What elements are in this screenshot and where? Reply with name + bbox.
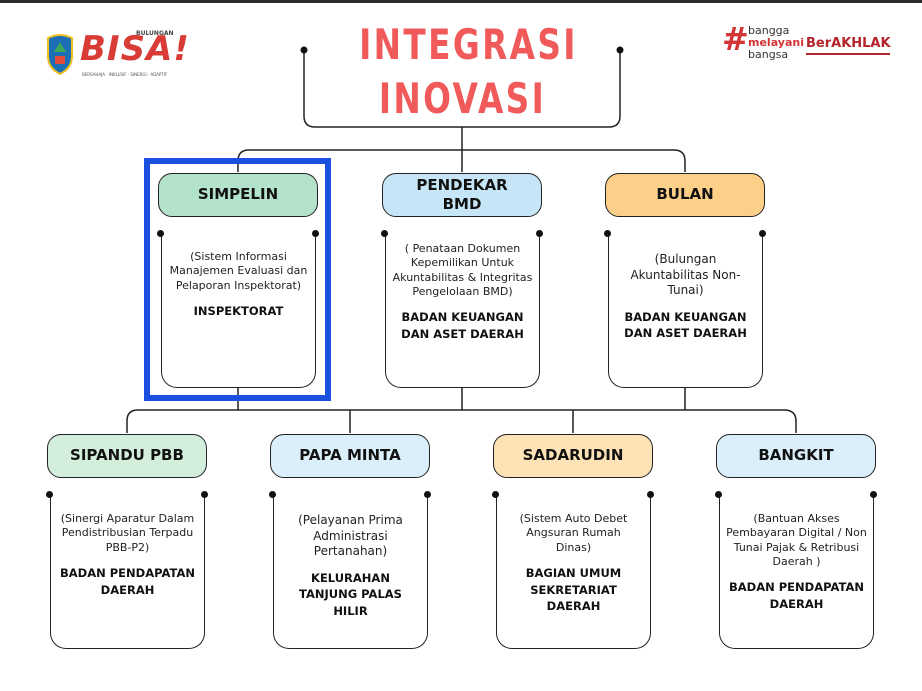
card-text-simpelin: (Sistem Informasi Manajemen Evaluasi dan… <box>165 250 312 320</box>
card-dot <box>647 491 654 498</box>
description: (Sistem Informasi Manajemen Evaluasi dan… <box>169 250 308 292</box>
organization: BADAN KEUANGAN DAN ASET DAERAH <box>624 309 747 341</box>
card-bulan <box>608 233 763 388</box>
card-sipandu-pbb <box>50 494 205 649</box>
card-dot <box>870 491 877 498</box>
card-dot <box>424 491 431 498</box>
card-dot <box>157 230 164 237</box>
bulungan-bisa-logo: BULUNGAN BISA! BERSAHAJA · INKLUSIF · SI… <box>46 30 189 80</box>
description: (Pelayanan Prima Administrasi Pertanahan… <box>298 513 403 559</box>
card-text-sadarudin: (Sistem Auto Debet Angsuran Rumah Dinas)… <box>510 512 637 615</box>
pill-pendekar-bmd[interactable]: PENDEKAR BMD <box>382 173 542 217</box>
description: (Bantuan Akses Pembayaran Digital / Non … <box>726 512 867 568</box>
top-branch <box>237 149 686 172</box>
organization: BADAN PENDAPATAN DAERAH <box>729 580 864 611</box>
organization: BADAN KEUANGAN DAN ASET DAERAH <box>401 310 524 341</box>
bracket-dot-right <box>616 46 624 54</box>
pill-simpelin[interactable]: SIMPELIN <box>158 173 318 217</box>
bottom-branch <box>126 409 797 433</box>
berakhlak-brand: BerAKHLAK <box>806 36 891 51</box>
card-text-pendekar-bmd: ( Penataan Dokumen Kepemilikan Untuk Aku… <box>390 242 535 343</box>
card-text-papa-minta: (Pelayanan Prima Administrasi Pertanahan… <box>285 513 416 620</box>
pill-sadarudin[interactable]: SADARUDIN <box>493 434 653 478</box>
card-text-sipandu-pbb: (Sinergi Aparatur Dalam Pendistribusian … <box>55 512 200 598</box>
card-dot <box>381 230 388 237</box>
description: ( Penataan Dokumen Kepemilikan Untuk Aku… <box>392 242 533 298</box>
card-dot <box>46 491 53 498</box>
pill-papa-minta[interactable]: PAPA MINTA <box>270 434 430 478</box>
title-line-2: INOVASI <box>378 74 547 123</box>
card-dot <box>536 230 543 237</box>
card-sadarudin <box>496 494 651 649</box>
bangsa-text: bangsa <box>748 48 789 61</box>
card-dot <box>269 491 276 498</box>
card-simpelin <box>161 233 316 388</box>
card-bangkit <box>719 494 874 649</box>
card-dot <box>604 230 611 237</box>
bangga-text: bangga <box>748 24 790 37</box>
hashtag-icon: # <box>722 20 749 58</box>
bisa-small-text: BULUNGAN <box>136 30 174 37</box>
bisa-brand: BISA! <box>80 29 190 69</box>
description: (Sinergi Aparatur Dalam Pendistribusian … <box>60 512 195 554</box>
card-dot <box>201 491 208 498</box>
description: (Bulungan Akuntabilitas Non-Tunai) <box>630 252 741 298</box>
bangga-melayani-logo: # bangga melayani bangsa BerAKHLAK <box>718 20 898 65</box>
card-dot <box>759 230 766 237</box>
card-text-bulan: (Bulungan Akuntabilitas Non-Tunai) BADAN… <box>618 252 753 342</box>
organization: BADAN PENDAPATAN DAERAH <box>60 565 195 597</box>
organization: INSPEKTORAT <box>193 303 284 318</box>
slide <box>0 3 922 691</box>
card-dot <box>715 491 722 498</box>
description: (Sistem Auto Debet Angsuran Rumah Dinas) <box>519 512 628 554</box>
card-dot <box>492 491 499 498</box>
melayani-text: melayani <box>748 36 804 49</box>
card-text-bangkit: (Bantuan Akses Pembayaran Digital / Non … <box>726 512 867 613</box>
pill-bulan[interactable]: BULAN <box>605 173 765 217</box>
card-dot <box>312 230 319 237</box>
title-line-1: INTEGRASI <box>359 20 578 69</box>
pill-bangkit[interactable]: BANGKIT <box>716 434 876 478</box>
berakhlak-underline <box>806 53 890 55</box>
pill-sipandu-pbb[interactable]: SIPANDU PBB <box>47 434 207 478</box>
organization: KELURAHAN TANJUNG PALAS HILIR <box>299 570 402 619</box>
emblem-shield-icon <box>47 34 73 76</box>
card-pendekar-bmd <box>385 233 540 388</box>
bracket-dot-left <box>300 46 308 54</box>
bisa-tagline: BERSAHAJA · INKLUSIF · SINERGI · ADAPTIF <box>82 72 168 77</box>
organization: BAGIAN UMUM SEKRETARIAT DAERAH <box>525 565 622 614</box>
card-papa-minta <box>273 494 428 649</box>
highlight-box <box>144 158 331 401</box>
